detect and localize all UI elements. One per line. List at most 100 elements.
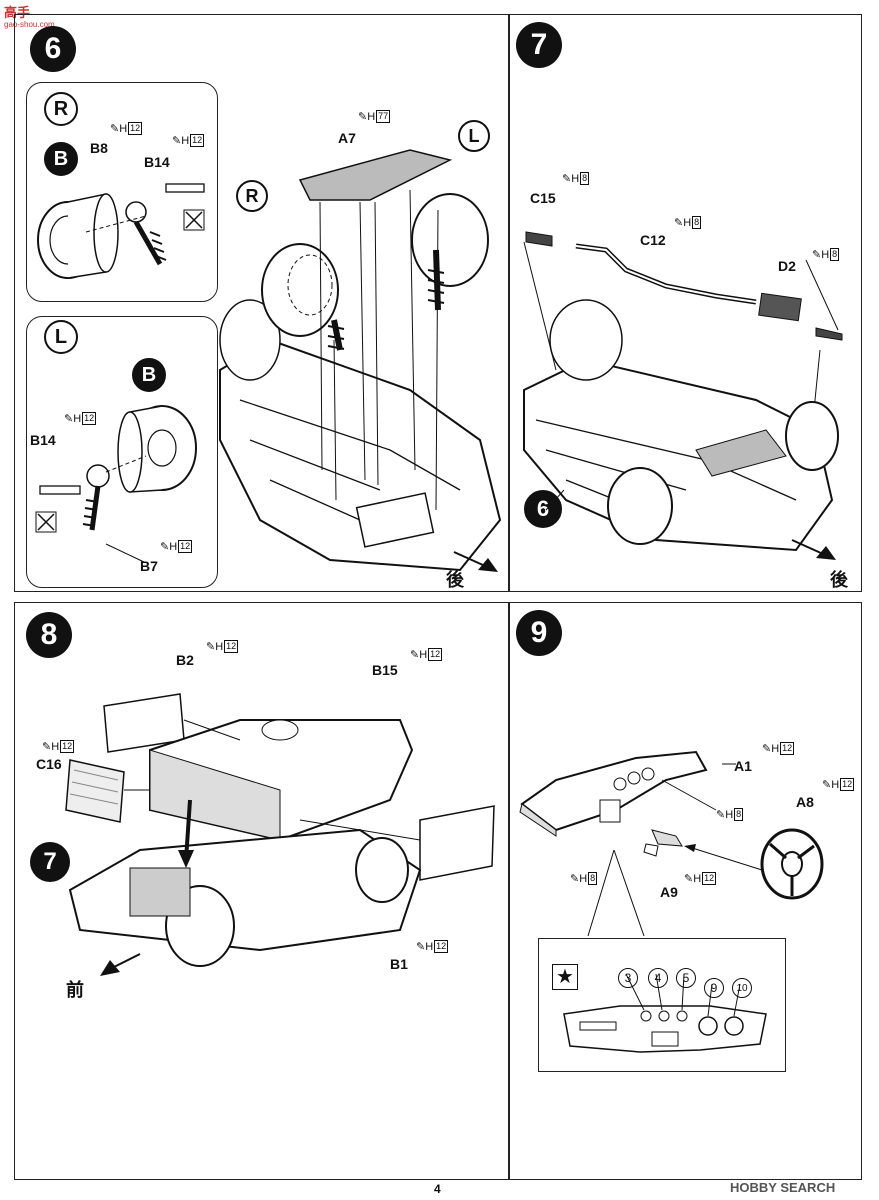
label-b1: B1 <box>390 956 408 972</box>
paint-code: 8 <box>580 172 590 185</box>
paint-code: 8 <box>734 808 744 821</box>
paint-h-letter: H <box>831 778 840 791</box>
inset-right-part-b-badge: B <box>44 142 78 176</box>
step-8-interior-drawing <box>65 693 495 967</box>
watermark-logo: 高手 <box>4 2 30 21</box>
paint-code: 12 <box>128 122 143 135</box>
direction-rear-6: 後 <box>446 570 464 591</box>
inset-right-badge: R <box>44 92 78 126</box>
decal-number-9: 9 <box>704 978 724 998</box>
paint-h-letter: H <box>181 134 190 147</box>
paint-code: 12 <box>428 648 443 661</box>
step-6-panel <box>14 14 510 592</box>
label-b2: B2 <box>176 652 194 668</box>
rear-arrow-6 <box>453 551 498 572</box>
watermark-glyphs: 高手 <box>4 5 31 20</box>
label-a8: A8 <box>796 794 814 810</box>
watermark-site: gao-shou.com <box>4 20 55 29</box>
decal-inset-box <box>538 938 786 1072</box>
paint-code: 8 <box>830 248 840 261</box>
paint-code: 12 <box>190 134 205 147</box>
decal-number-10: 10 <box>732 978 752 998</box>
rear-arrow-7 <box>791 539 836 560</box>
paint-h-letter: H <box>683 216 692 229</box>
paint-h-letter: H <box>215 640 224 653</box>
paint-h-letter: H <box>73 412 82 425</box>
paint-h-letter: H <box>425 940 434 953</box>
inset-left-box <box>26 316 218 588</box>
direction-rear-7: 後 <box>830 570 848 591</box>
paint-h-letter: H <box>771 742 780 755</box>
label-c16: C16 <box>36 756 62 772</box>
label-b7: B7 <box>140 558 158 574</box>
paint-code: 12 <box>780 742 795 755</box>
label-b8: B8 <box>90 140 108 156</box>
decal-number-5: 5 <box>676 968 696 988</box>
paint-code: 77 <box>376 110 391 123</box>
paint-code: 12 <box>224 640 239 653</box>
paint-h-letter: H <box>419 648 428 661</box>
paint-h-letter: H <box>693 872 702 885</box>
inset-left-part-b-badge: B <box>132 358 166 392</box>
label-c12: C12 <box>640 232 666 248</box>
main-left-badge: L <box>458 120 490 152</box>
label-b14-right: B14 <box>144 154 170 170</box>
label-b14-left: B14 <box>30 432 56 448</box>
direction-front-8: 前 <box>66 980 84 1001</box>
label-a7: A7 <box>338 130 356 146</box>
step-7-panel <box>508 14 862 592</box>
paint-code: 12 <box>178 540 193 553</box>
paint-code: 12 <box>702 872 717 885</box>
decal-star-icon: ★ <box>552 964 578 990</box>
page-number: 4 <box>434 1182 441 1196</box>
step-9-number: 9 <box>516 610 562 656</box>
paint-h-letter: H <box>51 740 60 753</box>
paint-code: 12 <box>434 940 449 953</box>
paint-h-letter: H <box>119 122 128 135</box>
paint-code: 12 <box>840 778 855 791</box>
step-7-ref-badge: 6 <box>524 490 562 528</box>
label-b15: B15 <box>372 662 398 678</box>
paint-h-letter: H <box>725 808 734 821</box>
inset-right-box <box>26 82 218 302</box>
front-arrow-8 <box>100 953 141 976</box>
paint-h-letter: H <box>579 872 588 885</box>
label-a9: A9 <box>660 884 678 900</box>
paint-h-letter: H <box>367 110 376 123</box>
step-6-number: 6 <box>30 26 76 72</box>
inset-left-badge: L <box>44 320 78 354</box>
paint-code: 8 <box>588 872 598 885</box>
paint-h-letter: H <box>821 248 830 261</box>
paint-code: 8 <box>692 216 702 229</box>
label-c15: C15 <box>530 190 556 206</box>
paint-h-letter: H <box>169 540 178 553</box>
step-8-panel <box>14 602 510 1180</box>
step-9-dashboard-drawing <box>519 750 824 937</box>
paint-h-letter: H <box>571 172 580 185</box>
decal-dashboard-drawing <box>563 973 767 1053</box>
step-8-number: 8 <box>26 612 72 658</box>
inset-left-drawing <box>35 405 197 563</box>
watermark-hobby-search: HOBBY SEARCH <box>730 1180 836 1195</box>
step-7-number: 7 <box>516 22 562 68</box>
inset-right-drawing <box>37 183 205 279</box>
label-d2: D2 <box>778 258 796 274</box>
main-right-badge: R <box>236 180 268 212</box>
